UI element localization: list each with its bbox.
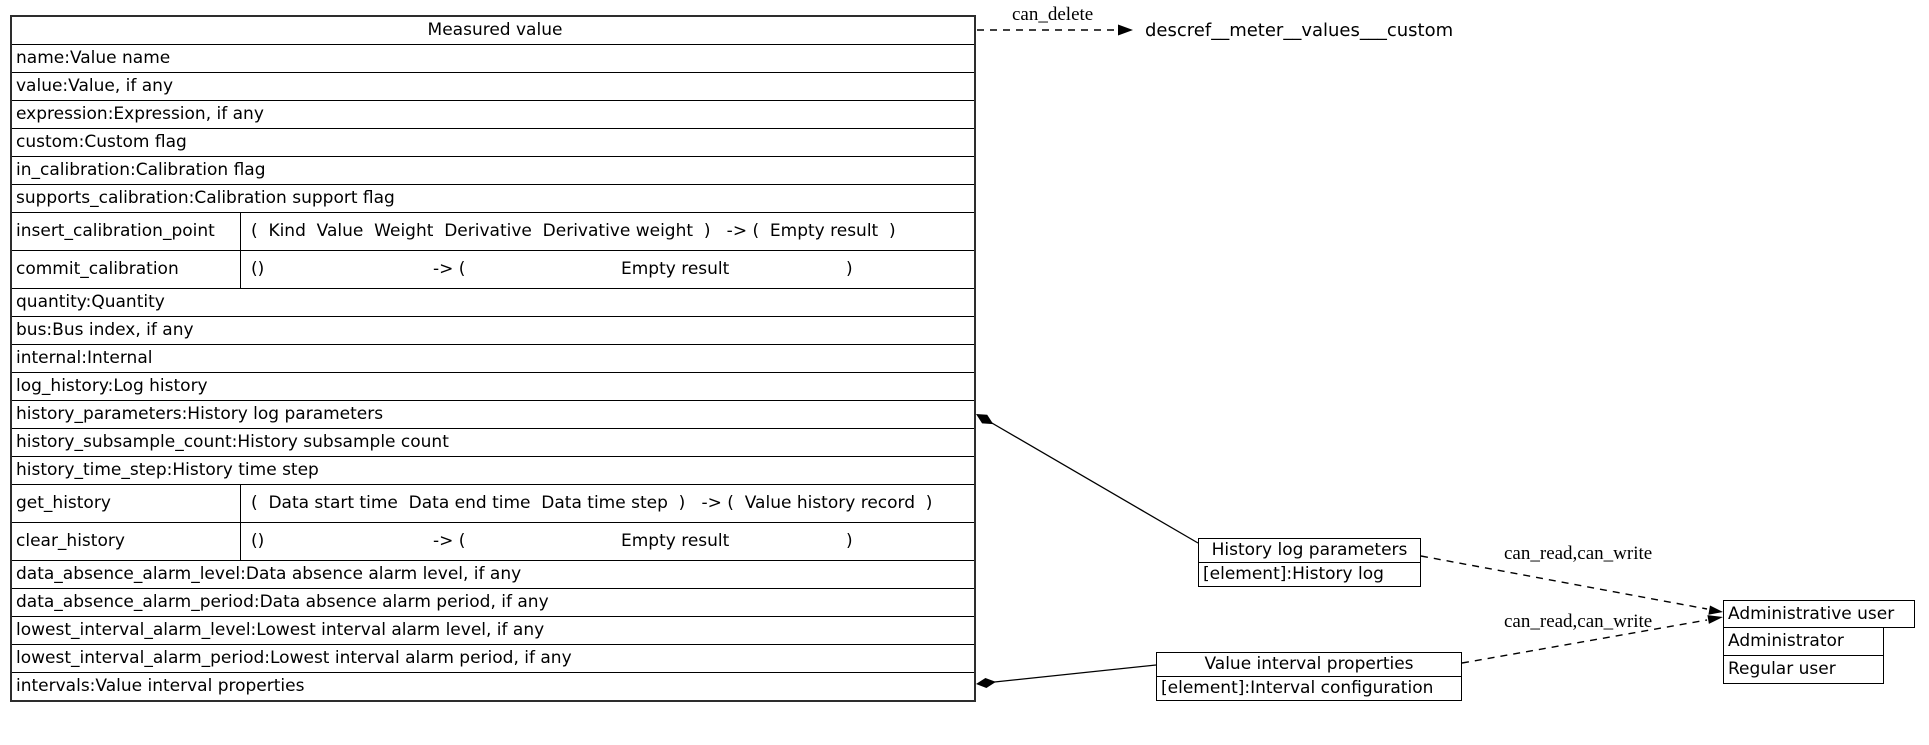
field-text: bus:Bus index, if any: [16, 320, 194, 340]
history-aggregation-diamond: [976, 414, 994, 425]
can-delete-arrowhead: [1118, 24, 1133, 36]
field-text: history_parameters:History log parameter…: [16, 404, 384, 424]
field-row-data-absence-alarm-period: data_absence_alarm_period:Data absence a…: [12, 588, 974, 616]
field-row-name: name:Value name: [12, 44, 974, 72]
field-text: lowest_interval_alarm_period:Lowest inte…: [16, 648, 572, 668]
interval-aggregation-diamond: [976, 678, 996, 688]
history-permission-arrowhead: [1708, 605, 1723, 615]
diagram-canvas: Measured value name:Value name value:Val…: [10, 4, 1915, 702]
field-text: lowest_interval_alarm_level:Lowest inter…: [16, 620, 545, 640]
edge-label-can-read-can-write-2: can_read,can_write: [1504, 611, 1653, 632]
sig-args: (): [251, 531, 265, 551]
method-signature: ( Data start time Data end time Data tim…: [251, 493, 933, 513]
node-title-text: Measured value: [427, 20, 563, 40]
node-admin-user-item-administrator: Administrator: [1723, 627, 1884, 656]
field-text: custom:Custom flag: [16, 132, 187, 152]
sig-result: Empty result: [621, 531, 730, 551]
method-signature: ( Kind Value Weight Derivative Derivativ…: [251, 221, 896, 241]
field-text: name:Value name: [16, 48, 171, 68]
interval-aggregation-edge: [984, 664, 1157, 684]
sig-close: ): [846, 531, 853, 551]
field-text: intervals:Value interval properties: [16, 676, 305, 696]
method-row-commit-calibration: commit_calibration () -> ( Empty result …: [12, 250, 974, 288]
node-title-text: History log parameters: [1211, 540, 1408, 560]
field-row-history-subsample-count: history_subsample_count:History subsampl…: [12, 428, 974, 456]
node-history-log-parameters: History log parameters [element]:History…: [1198, 538, 1421, 587]
field-row-supports-calibration: supports_calibration:Calibration support…: [12, 184, 974, 212]
method-signature: () -> ( Empty result ): [241, 523, 974, 560]
sig-result: Empty result: [621, 259, 730, 279]
node-field-text: [element]:History log: [1199, 562, 1420, 586]
field-row-history-parameters: history_parameters:History log parameter…: [12, 400, 974, 428]
field-row-expression: expression:Expression, if any: [12, 100, 974, 128]
field-text: data_absence_alarm_level:Data absence al…: [16, 564, 522, 584]
field-row-bus: bus:Bus index, if any: [12, 316, 974, 344]
field-text: data_absence_alarm_period:Data absence a…: [16, 592, 549, 612]
field-text: value:Value, if any: [16, 76, 174, 96]
field-text: history_time_step:History time step: [16, 460, 319, 480]
node-value-interval-properties: Value interval properties [element]:Inte…: [1156, 652, 1462, 701]
sig-arrow: -> (: [433, 531, 466, 551]
field-row-lowest-interval-alarm-level: lowest_interval_alarm_level:Lowest inter…: [12, 616, 974, 644]
node-admin-user-item-regular-user: Regular user: [1723, 655, 1884, 684]
field-text: expression:Expression, if any: [16, 104, 264, 124]
field-row-internal: internal:Internal: [12, 344, 974, 372]
field-row-quantity: quantity:Quantity: [12, 288, 974, 316]
field-row-in-calibration: in_calibration:Calibration flag: [12, 156, 974, 184]
edge-label-can-delete: can_delete: [1012, 4, 1094, 25]
method-row-clear-history: clear_history () -> ( Empty result ): [12, 522, 974, 560]
node-admin-user-title: Administrative user: [1723, 600, 1915, 628]
field-text: quantity:Quantity: [16, 292, 165, 312]
sig-args: (): [251, 259, 265, 279]
method-label: clear_history: [12, 523, 241, 560]
edge-label-can-read-can-write-1: can_read,can_write: [1504, 543, 1653, 564]
method-signature: () -> ( Empty result ): [241, 251, 974, 288]
field-row-history-time-step: history_time_step:History time step: [12, 456, 974, 484]
sig-arrow: -> (: [433, 259, 466, 279]
sig-close: ): [846, 259, 853, 279]
field-row-log-history: log_history:Log history: [12, 372, 974, 400]
node-descref-meter-values-custom: descref__meter__values___custom: [1145, 20, 1454, 41]
field-row-intervals: intervals:Value interval properties: [12, 672, 974, 700]
field-row-lowest-interval-alarm-period: lowest_interval_alarm_period:Lowest inte…: [12, 644, 974, 672]
method-label: get_history: [12, 485, 241, 522]
field-row-value: value:Value, if any: [12, 72, 974, 100]
field-text: history_subsample_count:History subsampl…: [16, 432, 449, 452]
method-label: commit_calibration: [12, 251, 241, 288]
interval-permission-arrowhead: [1707, 615, 1723, 624]
field-row-custom: custom:Custom flag: [12, 128, 974, 156]
field-text: in_calibration:Calibration flag: [16, 160, 266, 180]
method-row-get-history: get_history ( Data start time Data end t…: [12, 484, 974, 522]
method-label: insert_calibration_point: [12, 213, 241, 250]
node-measured-value: Measured value name:Value name value:Val…: [10, 15, 976, 702]
node-title-text: Value interval properties: [1204, 654, 1414, 674]
field-text: log_history:Log history: [16, 376, 208, 396]
method-row-insert-calibration-point: insert_calibration_point ( Kind Value We…: [12, 212, 974, 250]
field-text: supports_calibration:Calibration support…: [16, 188, 395, 208]
field-text: internal:Internal: [16, 348, 153, 368]
field-row-data-absence-alarm-level: data_absence_alarm_level:Data absence al…: [12, 560, 974, 588]
node-field-text: [element]:Interval configuration: [1157, 676, 1461, 700]
node-title: Measured value: [12, 17, 974, 44]
history-aggregation-edge: [984, 418, 1199, 544]
